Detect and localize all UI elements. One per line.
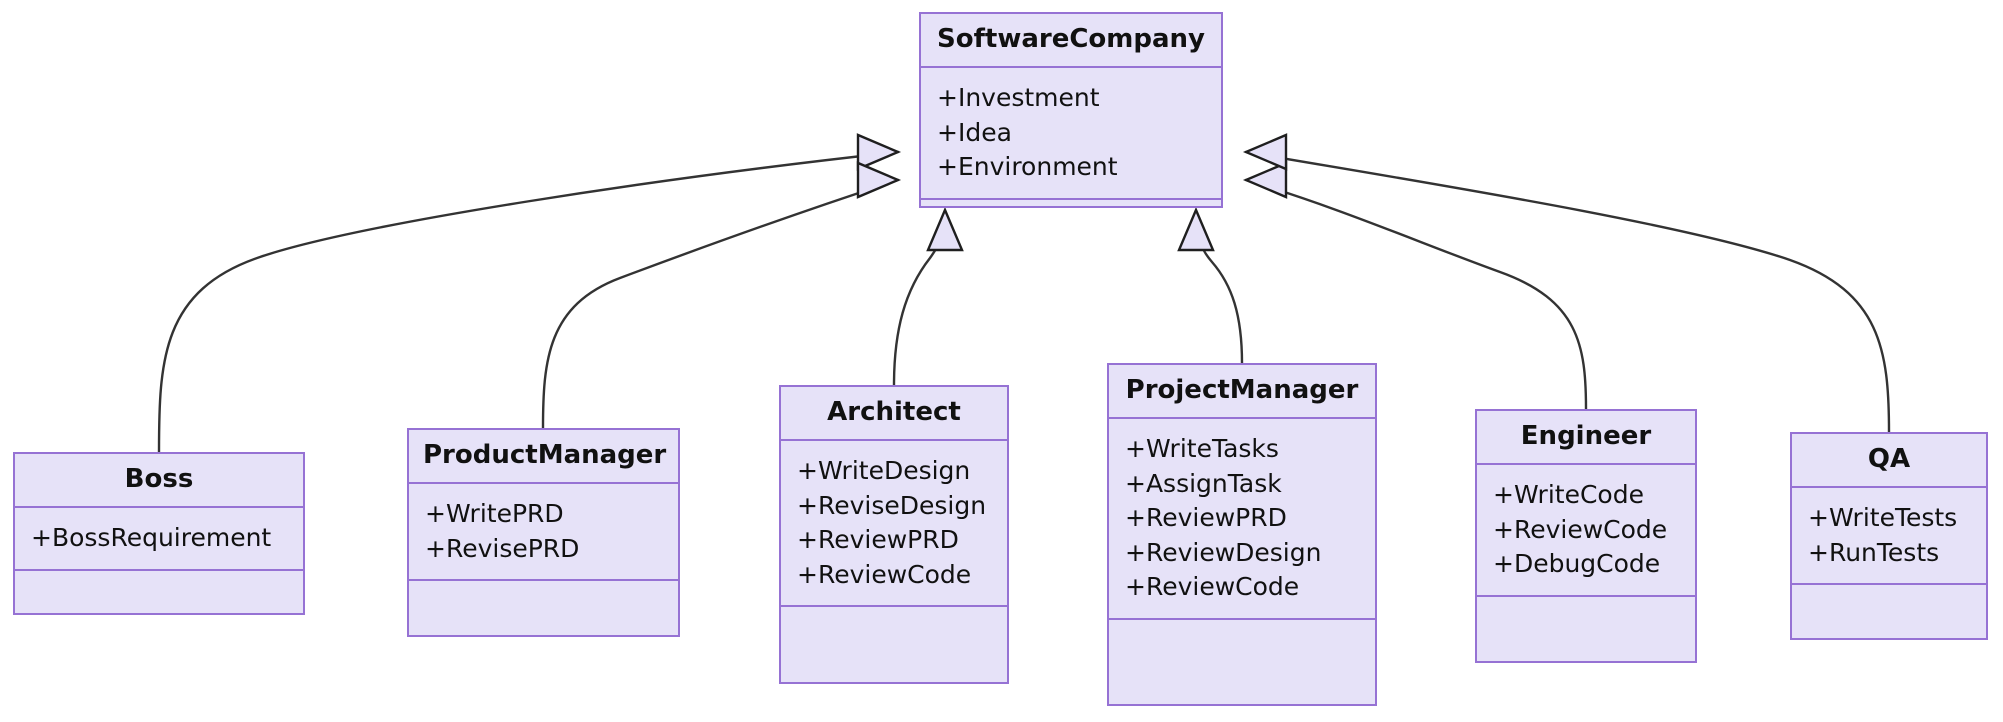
arrow-engineer — [1242, 161, 1288, 199]
class-attribute: +BossRequirement — [31, 523, 272, 553]
class-divider-title-attrs-productmanager — [409, 482, 678, 485]
class-methods-boss — [15, 571, 303, 613]
arrow-boss — [856, 133, 902, 171]
class-attribute: +ReviewCode — [1493, 514, 1668, 544]
class-attributes-softwarecompany: +Investment +Idea +Environment — [921, 68, 1221, 198]
class-attribute: +Idea — [937, 117, 1012, 147]
class-divider-title-attrs-qa — [1792, 486, 1986, 489]
edge-architect — [892, 222, 947, 387]
class-divider-attrs-methods-engineer — [1477, 594, 1695, 597]
class-title-qa: QA — [1867, 444, 1911, 474]
class-divider-attrs-methods-boss — [15, 568, 303, 571]
class-methods-projectmanager — [1109, 620, 1375, 704]
class-divider-attrs-methods-projectmanager — [1109, 617, 1375, 620]
class-title-engineer: Engineer — [1520, 421, 1652, 451]
class-attribute: +WriteCode — [1493, 480, 1644, 510]
class-attribute: +WritePRD — [425, 499, 564, 529]
class-methods-engineer — [1477, 597, 1695, 661]
class-attribute: +RevisePRD — [425, 533, 580, 563]
class-divider-title-attrs-architect — [781, 439, 1007, 442]
class-attribute: +RunTests — [1808, 537, 1940, 567]
class-divider-attrs-methods-productmanager — [409, 579, 678, 582]
class-attributes-engineer: +WriteCode +ReviewCode +DebugCode — [1477, 465, 1695, 595]
class-methods-qa — [1792, 585, 1986, 638]
class-node-boss[interactable]: Boss +BossRequirement — [13, 452, 305, 615]
class-divider-attrs-methods-architect — [781, 605, 1007, 608]
class-attribute: +ReviseDesign — [797, 490, 987, 520]
class-attribute: +AssignTask — [1125, 468, 1282, 498]
class-attribute: +WriteDesign — [797, 456, 971, 486]
class-divider-title-attrs-projectmanager — [1109, 417, 1375, 420]
class-methods-productmanager — [409, 581, 678, 635]
class-node-qa[interactable]: QA +WriteTests +RunTests — [1790, 432, 1988, 640]
edge-projectmanager — [1194, 222, 1244, 365]
class-attribute: +ReviewCode — [797, 559, 972, 589]
class-title-projectmanager: ProjectManager — [1125, 375, 1359, 405]
class-attribute: +ReviewCode — [1125, 572, 1300, 602]
class-title-architect: Architect — [827, 397, 961, 427]
class-attribute: +Investment — [937, 83, 1100, 113]
class-attribute: +ReviewPRD — [1125, 503, 1287, 533]
class-attribute: +ReviewDesign — [1125, 537, 1322, 567]
class-node-architect[interactable]: Architect +WriteDesign +ReviseDesign +Revie… — [779, 385, 1009, 684]
arrow-productmanager — [856, 161, 902, 199]
class-title-boss: Boss — [124, 464, 194, 494]
class-attribute: +WriteTests — [1808, 503, 1958, 533]
class-title-softwarecompany: SoftwareCompany — [937, 24, 1205, 54]
class-divider-title-attrs-softwarecompany — [921, 66, 1221, 69]
arrow-qa — [1242, 133, 1288, 171]
class-attributes-productmanager: +WritePRD +RevisePRD — [409, 484, 678, 579]
class-divider-attrs-methods-qa — [1792, 583, 1986, 586]
class-node-softwarecompany[interactable]: SoftwareCompany +Investment +Idea +Environm… — [919, 12, 1223, 208]
class-title-productmanager: ProductManager — [423, 440, 667, 470]
class-divider-attrs-methods-softwarecompany — [921, 197, 1221, 200]
class-attribute: +Environment — [937, 152, 1118, 182]
class-attribute: +DebugCode — [1493, 549, 1661, 579]
class-attribute: +ReviewPRD — [797, 525, 959, 555]
class-attributes-boss: +BossRequirement — [15, 508, 303, 569]
class-node-engineer[interactable]: Engineer +WriteCode +ReviewCode +DebugCode — [1475, 409, 1697, 663]
class-attributes-projectmanager: +WriteTasks +AssignTask +ReviewPRD +ReviewD… — [1109, 419, 1375, 618]
class-attribute: +WriteTasks — [1125, 434, 1279, 464]
class-node-productmanager[interactable]: ProductManager +WritePRD +RevisePRD — [407, 428, 680, 637]
class-attributes-qa: +WriteTests +RunTests — [1792, 488, 1986, 583]
class-methods-architect — [781, 607, 1007, 682]
class-methods-softwarecompany — [921, 200, 1221, 222]
class-divider-title-attrs-engineer — [1477, 463, 1695, 466]
class-divider-title-attrs-boss — [15, 506, 303, 509]
class-attributes-architect: +WriteDesign +ReviseDesign +ReviewPRD +Revi… — [781, 441, 1007, 605]
class-node-projectmanager[interactable]: ProjectManager +WriteTasks +AssignTask +Rev… — [1107, 363, 1377, 706]
